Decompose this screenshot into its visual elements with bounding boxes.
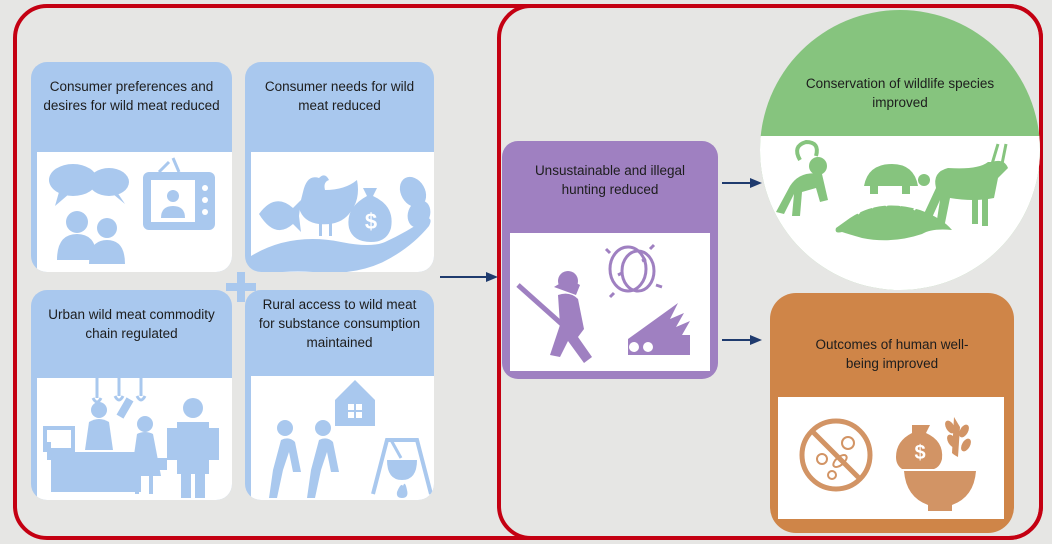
hunting-panel <box>510 233 710 371</box>
outcomes-frame <box>497 4 1043 540</box>
conservation-panel <box>760 136 1040 290</box>
television-icon <box>143 157 215 230</box>
conservation-icons <box>776 139 1008 241</box>
driver-box-rural: Rural access to wild meat for substance … <box>245 290 434 500</box>
cooking-pot-icon <box>371 438 433 498</box>
hunting-icons <box>516 243 690 363</box>
snare-wire-icon <box>604 243 663 299</box>
driver-panel-preferences <box>37 152 232 272</box>
driver-label-urban: Urban wild meat commodity chain regulate… <box>48 307 215 341</box>
rural-icons <box>269 380 433 498</box>
walking-people-icon <box>269 420 339 498</box>
conservation-circle: Conservation of wildlife species improve… <box>760 10 1040 290</box>
no-germs-icon <box>799 418 873 492</box>
buyer-icon <box>131 416 167 494</box>
driver-box-preferences: Consumer preferences and desires for wil… <box>31 62 232 272</box>
market-stall-icon <box>43 378 147 492</box>
wellbeing-label: Outcomes of human well-being improved <box>815 337 969 371</box>
arrow-hunting-to-wellbeing <box>722 335 762 345</box>
plus-icon <box>226 272 256 302</box>
wellbeing-box: Outcomes of human well-being improved $ <box>770 293 1014 533</box>
antelope-icon <box>922 143 1008 228</box>
needs-icons: $ <box>251 175 431 272</box>
vendor-icon <box>85 397 134 450</box>
preferences-icons <box>49 157 215 264</box>
hunting-box: Unsustainable and illegal hunting reduce… <box>502 141 718 379</box>
driver-box-needs: Consumer needs for wild meat reduced $ <box>245 62 434 272</box>
hunter-icon <box>516 271 592 363</box>
pangolin-icon <box>835 199 952 241</box>
driver-panel-rural <box>251 376 434 500</box>
wellbeing-panel: $ <box>778 397 1004 519</box>
conservation-label: Conservation of wildlife species improve… <box>805 76 995 110</box>
inspector-icon <box>167 398 219 498</box>
wellbeing-icons: $ <box>799 417 976 511</box>
house-icon <box>335 380 375 426</box>
money-food-icon: $ <box>896 417 976 511</box>
driver-box-urban: Urban wild meat commodity chain regulate… <box>31 290 232 500</box>
urban-icons <box>43 378 219 498</box>
svg-text:$: $ <box>914 442 925 464</box>
hunting-label: Unsustainable and illegal hunting reduce… <box>534 163 686 197</box>
money-bag-icon: $ <box>348 188 392 242</box>
chicken-icon <box>299 175 358 236</box>
driver-label-needs: Consumer needs for wild meat reduced <box>264 79 415 113</box>
arrow-drivers-to-hunting <box>440 272 498 282</box>
svg-text:$: $ <box>365 209 377 234</box>
people-talking-icon <box>49 164 129 264</box>
driver-label-preferences: Consumer preferences and desires for wil… <box>43 79 220 113</box>
driver-panel-urban <box>37 378 232 500</box>
open-hand-icon <box>251 218 431 272</box>
fish-icon <box>259 200 301 232</box>
monkey-icon <box>776 139 828 216</box>
arrow-hunting-to-conservation <box>722 178 762 188</box>
trap-icon <box>628 303 690 355</box>
driver-label-rural: Rural access to wild meat for substance … <box>258 297 421 350</box>
tortoise-icon <box>864 164 930 194</box>
driver-panel-needs: $ <box>251 152 434 272</box>
